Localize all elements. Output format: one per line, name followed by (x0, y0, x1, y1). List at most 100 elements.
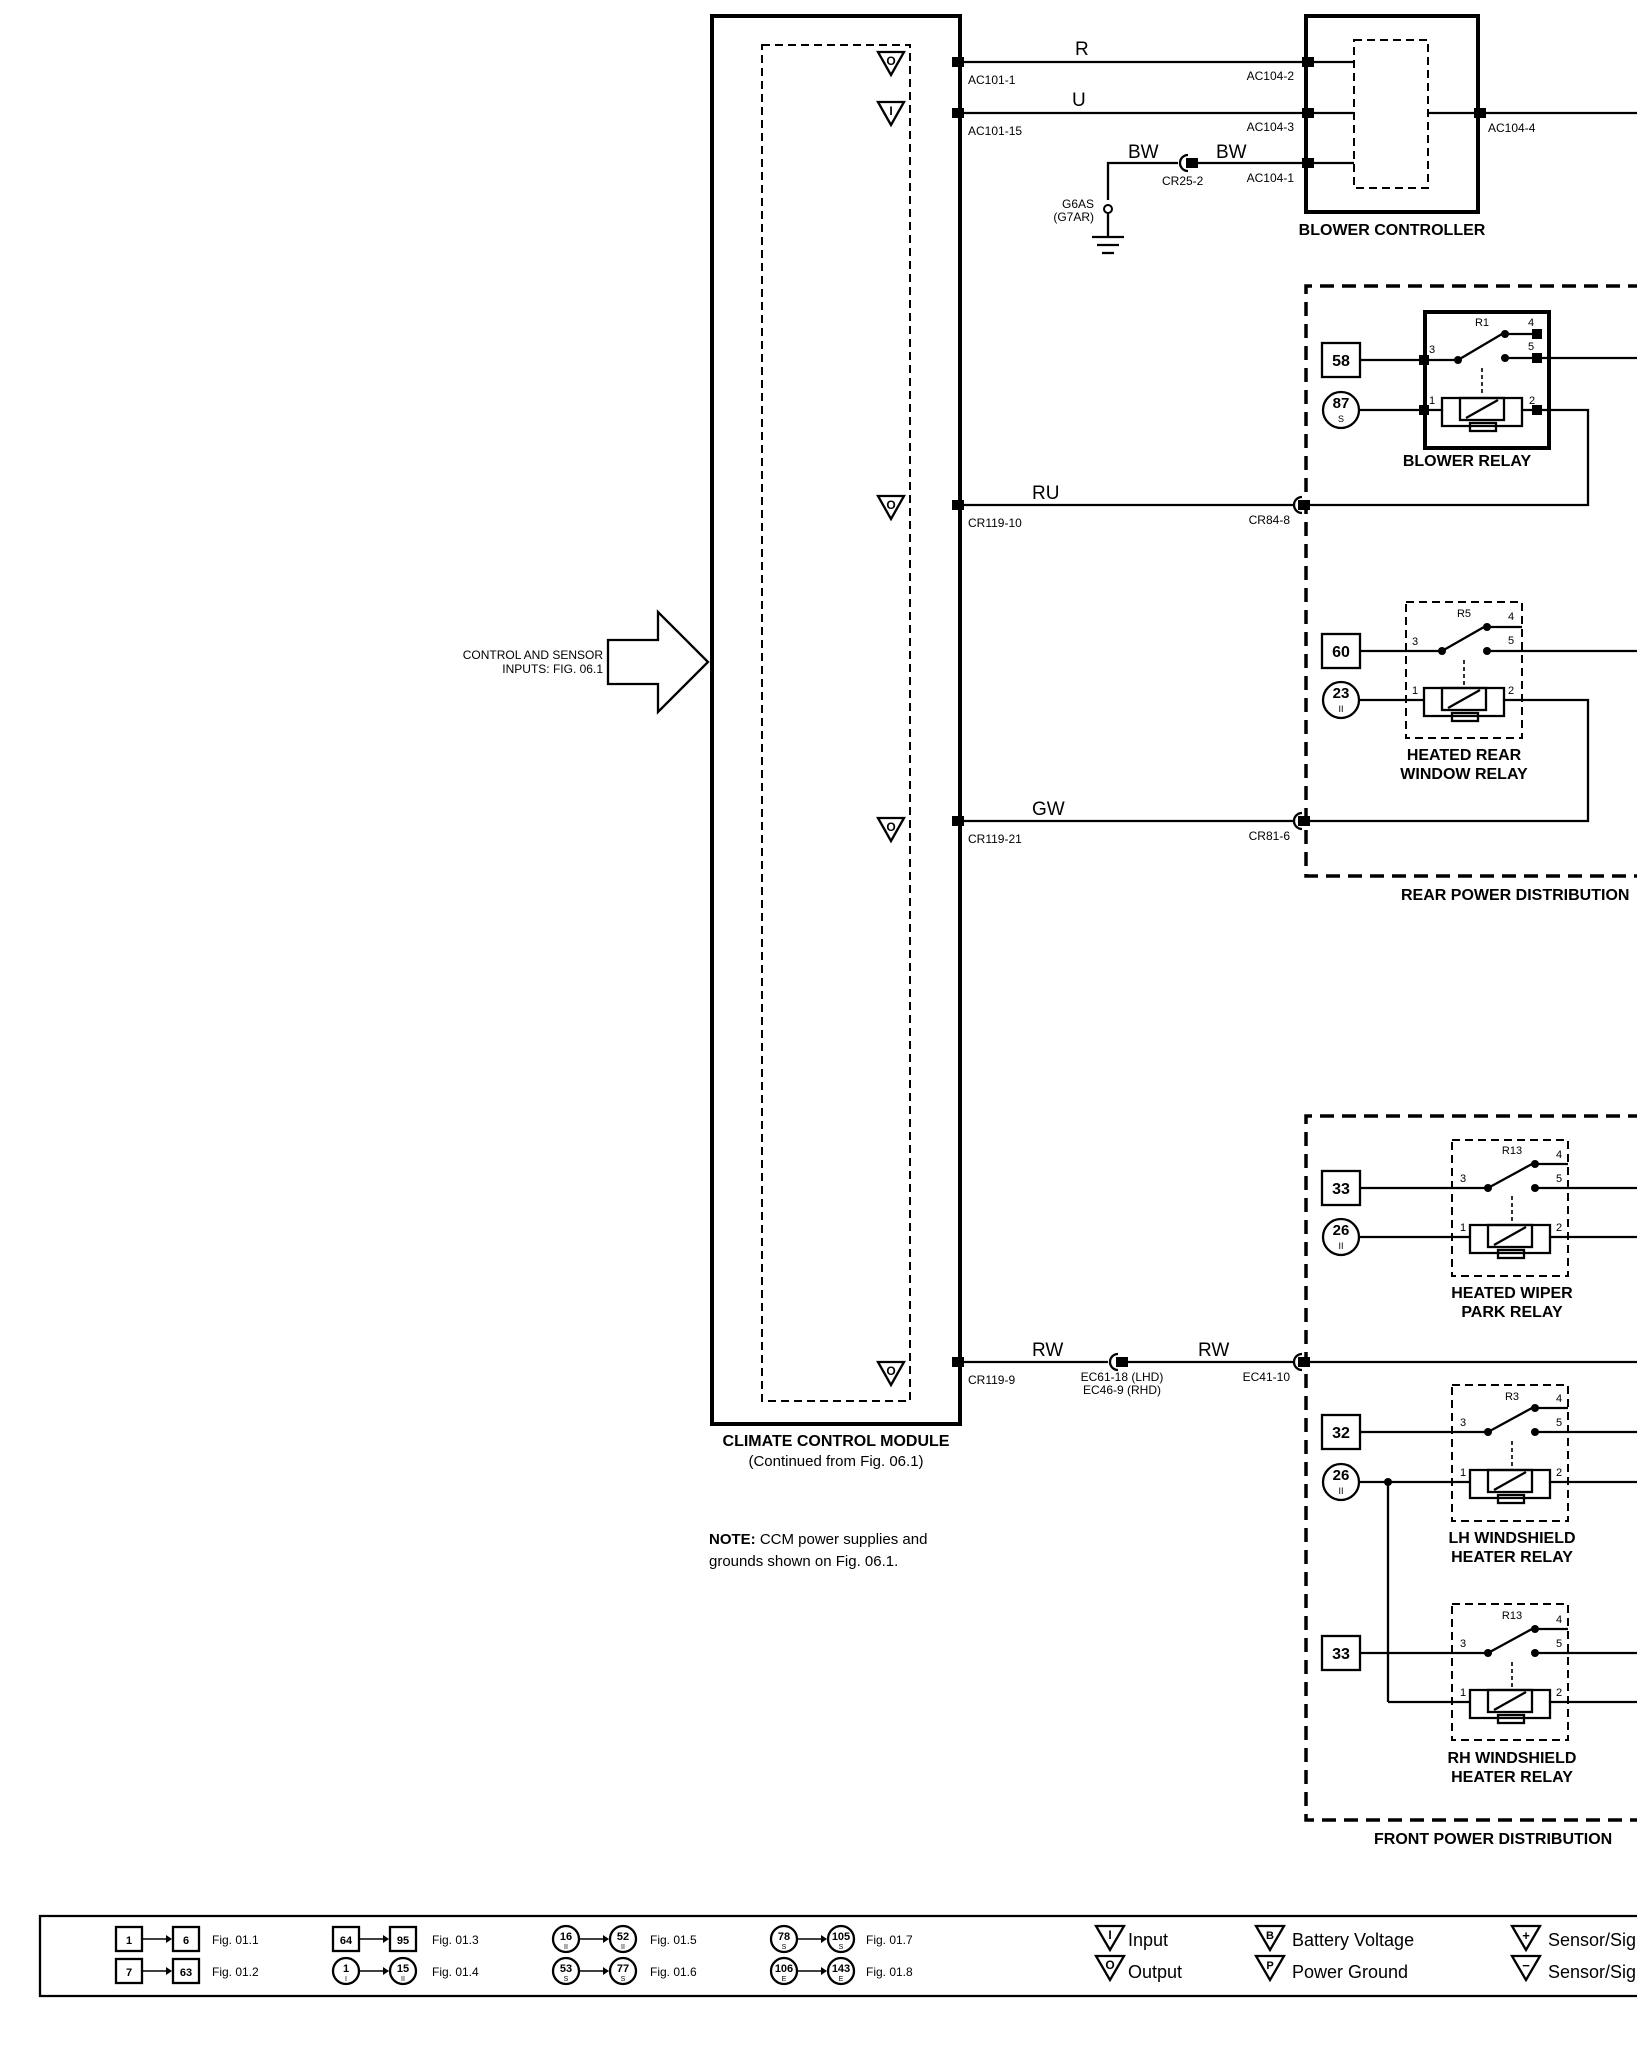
wire-rw-label-2: RW (1198, 1340, 1229, 1361)
connector-ec46-9: EC46-9 (RHD) (1083, 1383, 1161, 1397)
blower-controller: BLOWER CONTROLLER (1299, 14, 1486, 239)
heated-rear-relay-id: R5 (1457, 608, 1471, 620)
svg-text:S: S (839, 1944, 844, 1951)
lh-windshield-pin4: 4 (1556, 1393, 1562, 1405)
legend-row: 1 I 15 II Fig. 01.4 (331, 1956, 479, 1986)
ccm-outline (710, 14, 962, 1426)
front-distribution-label: FRONT POWER DISTRIBUTION (1374, 1831, 1612, 1848)
wiper-park-pin4: 4 (1556, 1149, 1562, 1161)
legend-row: 53 S 77 S Fig. 01.6 (551, 1956, 697, 1986)
fuse-circle-26b-label: 26 (1333, 1467, 1350, 1484)
connector-ac104-3: AC104-3 (1247, 120, 1295, 134)
input-pin-icon: I (876, 100, 906, 128)
svg-text:S: S (621, 1976, 626, 1983)
legend-battery: B Battery Voltage (1253, 1924, 1414, 1953)
wire-bw-label-2: BW (1216, 142, 1247, 163)
legend-input: I Input (1093, 1924, 1168, 1953)
ccm-subtitle: (Continued from Fig. 06.1) (748, 1453, 923, 1470)
svg-text:+: + (1522, 1928, 1530, 1943)
svg-text:106: 106 (775, 1963, 793, 1975)
connector-cr119-10: CR119-10 (968, 516, 1022, 530)
blower-relay: 58 87 S R1 3 4 5 1 2 BLOWER RELAY (1306, 310, 1637, 507)
svg-text:P: P (1266, 1960, 1273, 1972)
legend-row: 106 E 143 E Fig. 01.8 (769, 1956, 913, 1986)
connector-ac101-1: AC101-1 (968, 73, 1016, 87)
svg-text:O: O (886, 498, 895, 512)
legend-row: 78 S 105 S Fig. 01.7 (769, 1924, 913, 1954)
legend-sensor-ground-label: Sensor/Signal Ground (1548, 1962, 1648, 1982)
svg-text:105: 105 (832, 1931, 850, 1943)
inputs-arrow-label-1: CONTROL AND SENSOR (463, 648, 604, 662)
svg-text:O: O (886, 820, 895, 834)
svg-text:S: S (782, 1944, 787, 1951)
wiper-park-label-2: PARK RELAY (1461, 1304, 1563, 1321)
legend-sensor-supply-label: Sensor/Signal Supply (1548, 1930, 1648, 1950)
inputs-arrow-label-2: INPUTS: FIG. 06.1 (502, 662, 603, 676)
wire-r-label: R (1075, 39, 1089, 60)
svg-text:II: II (564, 1944, 568, 1951)
legend-fig-label: Fig. 01.7 (866, 1933, 913, 1947)
legend-sensor-supply: + Sensor/Signal Supply (1509, 1924, 1648, 1953)
heated-rear-window-relay: 60 23 II R5 3 4 5 1 2 HEATED REAR WINDOW… (1306, 601, 1637, 823)
heated-rear-pin4: 4 (1508, 611, 1514, 623)
front-distribution-outline (1304, 1114, 1637, 1822)
wiper-park-relay-outline (1451, 1139, 1569, 1277)
wire-gw: GW CR119-21 CR81-6 (952, 799, 1310, 846)
blower-relay-label: BLOWER RELAY (1403, 453, 1532, 470)
rh-windshield-relay-id: R13 (1502, 1610, 1522, 1622)
wire-r: R AC101-1 AC104-2 (952, 39, 1354, 87)
output-pin-icon: O (876, 50, 906, 78)
blower-controller-inner (1353, 39, 1429, 189)
svg-text:1: 1 (126, 1935, 132, 1947)
svg-text:S: S (564, 1976, 569, 1983)
blower-controller-label: BLOWER CONTROLLER (1299, 222, 1486, 239)
legend-ground-label: Power Ground (1292, 1962, 1408, 1982)
fuse-circle-87-sub: S (1338, 414, 1344, 424)
svg-text:I: I (889, 104, 892, 118)
output-pin-icon: O (876, 494, 906, 522)
output-pin-icon: O (876, 1360, 906, 1388)
svg-text:−: − (1522, 1958, 1530, 1973)
wiper-park-label-1: HEATED WIPER (1451, 1285, 1573, 1302)
wiper-park-pin3: 3 (1460, 1173, 1466, 1185)
svg-text:1: 1 (343, 1963, 349, 1975)
lh-windshield-pin3: 3 (1460, 1417, 1466, 1429)
legend-fig-label: Fig. 01.6 (650, 1965, 697, 1979)
lh-windshield-pin5: 5 (1556, 1417, 1562, 1429)
legend-frame (38, 1914, 1637, 1998)
heated-rear-relay-coil (1440, 686, 1488, 712)
rh-windshield-label-2: HEATER RELAY (1451, 1769, 1573, 1786)
ccm-note-line2: grounds shown on Fig. 06.1. (709, 1553, 898, 1570)
ground-splice-icon (1103, 204, 1113, 214)
svg-text:64: 64 (340, 1935, 353, 1947)
ccm-pin-symbols: O I O O O (876, 50, 906, 1388)
input-icon (1093, 1924, 1127, 1953)
fuse-box-60-label: 60 (1332, 644, 1350, 661)
wiper-park-pin2: 2 (1556, 1222, 1562, 1234)
legend-output-label: Output (1128, 1962, 1182, 1982)
heated-rear-pin1: 1 (1412, 685, 1418, 697)
blower-relay-pin1: 1 (1429, 395, 1435, 407)
ccm-title: CLIMATE CONTROL MODULE (723, 1433, 950, 1450)
output-pin-icon: O (876, 816, 906, 844)
lh-windshield-label-2: HEATER RELAY (1451, 1549, 1573, 1566)
rh-windshield-pin1: 1 (1460, 1687, 1466, 1699)
svg-text:143: 143 (832, 1963, 850, 1975)
legend-fig-label: Fig. 01.2 (212, 1965, 259, 1979)
blower-relay-coil (1458, 396, 1506, 422)
connector-ec61-18: EC61-18 (LHD) (1081, 1370, 1164, 1384)
blower-relay-pin3: 3 (1429, 344, 1435, 356)
rh-windshield-pin2: 2 (1556, 1687, 1562, 1699)
legend: 1 6 Fig. 01.1 7 63 Fig. 01.2 64 95 Fig. … (38, 1914, 1648, 1998)
rh-windshield-heater-relay: 33 R13 3 4 5 1 2 RH WINDSHIELD HEATER RE… (1320, 1482, 1637, 1786)
fuse-circle-26-label: 26 (1333, 1222, 1350, 1239)
ccm-inner-dashed (761, 44, 911, 1402)
connector-ac104-4: AC104-4 (1488, 121, 1536, 135)
rh-windshield-label-1: RH WINDSHIELD (1448, 1750, 1577, 1767)
connector-ac101-15: AC101-15 (968, 124, 1022, 138)
blower-relay-outline (1423, 310, 1551, 450)
rear-power-distribution: REAR POWER DISTRIBUTION (1304, 284, 1637, 904)
svg-text:77: 77 (617, 1963, 629, 1975)
connector-cr119-21: CR119-21 (968, 832, 1022, 846)
wire-u-label: U (1072, 90, 1086, 111)
